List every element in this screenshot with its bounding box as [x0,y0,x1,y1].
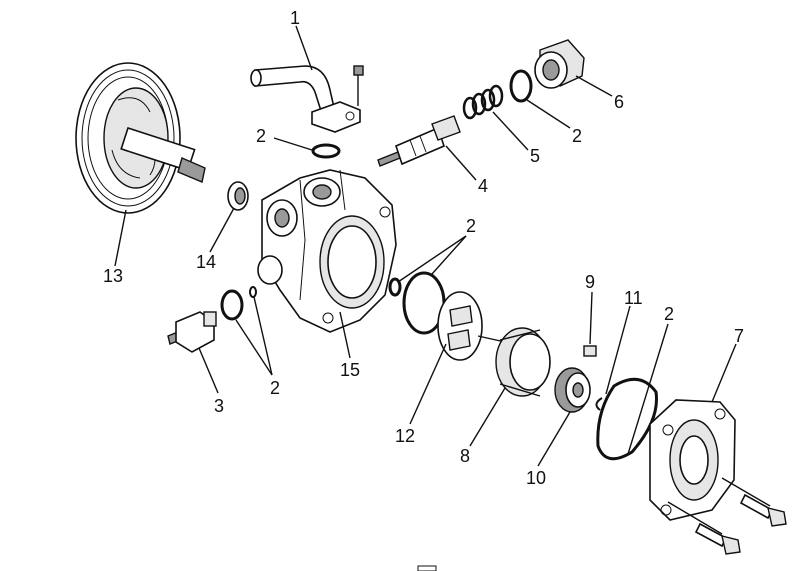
callout-3: 3 [214,396,224,416]
callout-2c: 2 [466,216,476,236]
callout-14: 14 [196,252,216,272]
leader-lines [114,25,737,467]
callout-7: 7 [734,326,744,346]
callout-4: 4 [478,176,488,196]
part-11-snap-ring [595,397,603,411]
part-2-o-ring-b [509,69,533,103]
part-3-pressure-switch [167,311,217,353]
part-12-side-plate [437,291,506,361]
callout-5: 5 [530,146,540,166]
callout-13: 13 [103,266,123,286]
part-2-o-ring-d [249,286,257,298]
part-5-spring [462,84,504,120]
callout-2e: 2 [664,304,674,324]
part-2-o-ring-g [596,377,658,461]
footer-marker [417,565,437,571]
part-13-pulley [75,62,206,214]
callout-1: 1 [290,8,300,28]
part-7-rear-cover [649,399,736,521]
part-9-vane [583,345,597,357]
part-15-pump-body [257,169,397,333]
callout-15: 15 [340,360,360,380]
callout-2b: 2 [572,126,582,146]
cover-bolt-lower [667,501,741,555]
part-2-o-ring-c [220,289,244,321]
callout-6: 6 [614,92,624,112]
part-4-flow-control-valve [377,115,461,167]
callout-11: 11 [624,288,643,308]
part-2-o-ring-e [388,277,402,297]
part-8-cam-ring [495,327,551,397]
cover-bolt-upper [721,477,787,527]
part-10-rotor [554,367,591,413]
part-2-o-ring-a [311,143,341,159]
callout-2d: 2 [270,378,280,398]
callout-10: 10 [526,468,546,488]
part-1-suction-connector [250,65,364,133]
part-14-oil-seal [227,181,249,211]
callout-2a: 2 [256,126,266,146]
callout-9: 9 [585,272,595,292]
callout-8: 8 [460,446,470,466]
callout-12: 12 [395,426,415,446]
part-6-plug [534,39,585,89]
